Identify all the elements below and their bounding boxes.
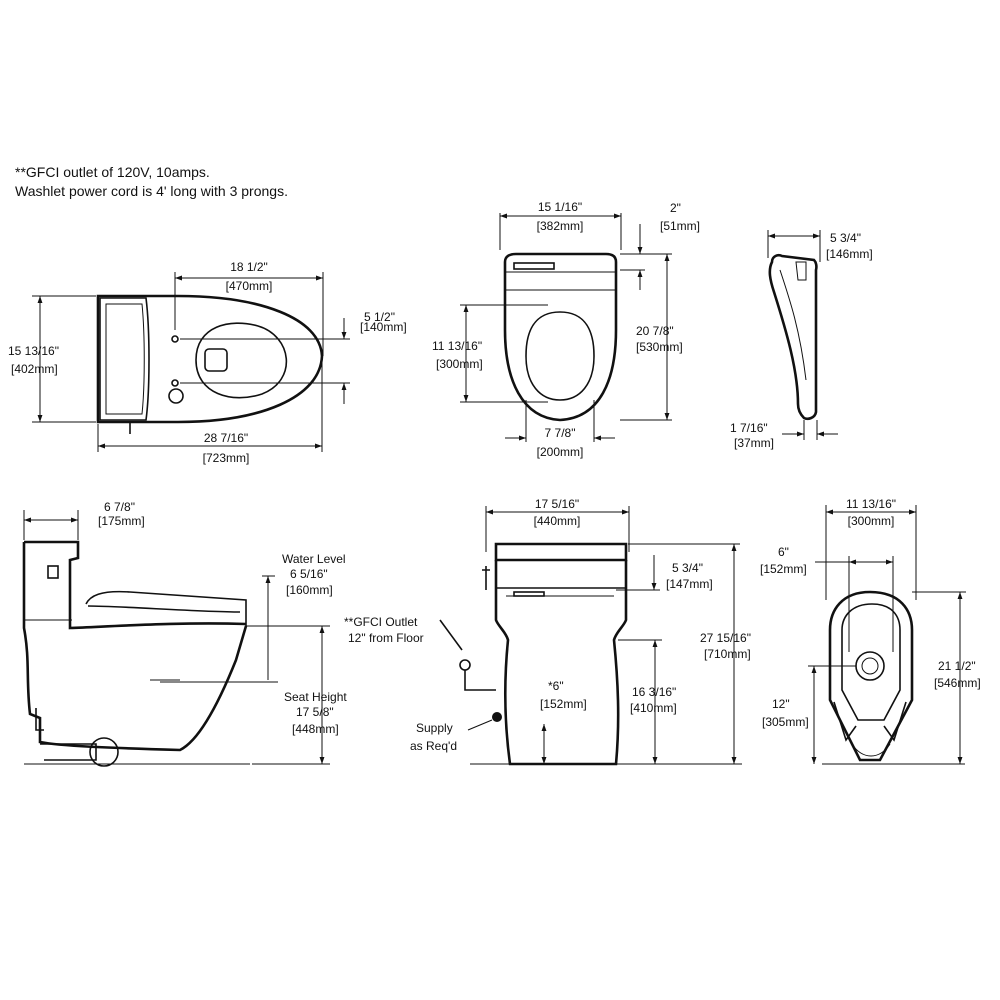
bottom-dim-rough-mm: [305mm] <box>762 715 809 729</box>
front-dim-base: *6" <box>548 679 564 693</box>
seat-dim-top: 2" <box>670 201 681 215</box>
seat-height-dim: 17 5/8" <box>296 705 334 719</box>
seat-side-dim-top-mm: [146mm] <box>826 247 873 261</box>
seat-dim-opening-mm: [300mm] <box>436 357 483 371</box>
bolt-hole <box>171 335 179 343</box>
gfci-sub: 12" from Floor <box>348 631 424 645</box>
dim-width: 15 13/16" <box>8 344 59 358</box>
front-dim-base-mm: [152mm] <box>540 697 587 711</box>
bottom-outline <box>828 590 914 762</box>
front-view: **GFCI Outlet 12" from Floor Supply as R… <box>344 497 751 766</box>
dim-width-mm: [402mm] <box>11 362 58 376</box>
seat-outline <box>503 252 618 422</box>
gfci-note: **GFCI outlet of 120V, 10amps. <box>15 164 210 180</box>
drain-outlet <box>204 348 228 372</box>
top-view: 18 1/2" [470mm] 5 1/2" [140mm] 15 13/16"… <box>8 260 407 465</box>
seat-side-view: 5 3/4" [146mm] 1 7/16" [37mm] <box>730 230 873 450</box>
seat-dim-opening: 11 13/16" <box>432 339 482 353</box>
front-dim-height-mm: [710mm] <box>704 647 751 661</box>
side-dim-tank-mm: [175mm] <box>98 514 145 528</box>
dim-overall-mm: [723mm] <box>203 451 250 465</box>
front-controls <box>513 591 545 597</box>
dim-offset: 5 1/2" <box>364 310 395 324</box>
top-view-tank <box>99 297 150 421</box>
gfci-outlet-icon <box>459 659 471 671</box>
control-panel <box>513 262 555 270</box>
bottom-dim-width-mm: [300mm] <box>848 514 895 528</box>
seat-dim-bottom-mm: [200mm] <box>537 445 584 459</box>
side-drain <box>89 737 119 767</box>
side-dim-tank: 6 7/8" <box>104 500 135 514</box>
bottom-dim-hole-mm: [152mm] <box>760 562 807 576</box>
power-cord-note: Washlet power cord is 4' long with 3 pro… <box>15 183 288 199</box>
water-level-label: Water Level <box>282 552 346 566</box>
dim-offset-mm: [140mm] <box>360 320 407 334</box>
flush-handle <box>47 565 59 579</box>
front-dim-height: 27 15/16" <box>700 631 751 645</box>
front-lid <box>494 542 628 562</box>
seat-opening <box>525 311 595 401</box>
water-level-dim: 6 5/16" <box>290 567 328 581</box>
front-dim-mid: 16 3/16" <box>632 685 676 699</box>
bottom-view: 11 13/16" [300mm] 6" [152mm] 12" [305mm]… <box>760 497 981 765</box>
seat-side-dim-bottom-mm: [37mm] <box>734 436 774 450</box>
seat-dim-width: 15 1/16" <box>538 200 582 214</box>
seat-height-dim-mm: [448mm] <box>292 722 339 736</box>
seat-dim-length: 20 7/8" <box>636 324 674 338</box>
side-seat <box>87 605 241 613</box>
bottom-dim-width: 11 13/16" <box>846 497 896 511</box>
seat-dim-width-mm: [382mm] <box>537 219 584 233</box>
seat-dim-top-mm: [51mm] <box>660 219 700 233</box>
dim-length-mm: [470mm] <box>226 279 273 293</box>
seat-height-label: Seat Height <box>284 690 347 704</box>
front-dim-lid-mm: [147mm] <box>666 577 713 591</box>
bottom-drain <box>855 651 885 681</box>
seat-dim-length-mm: [530mm] <box>636 340 683 354</box>
front-body <box>494 560 628 766</box>
dim-overall: 28 7/16" <box>204 431 248 445</box>
side-view: 6 7/8" [175mm] Water Level 6 5/16" [160m… <box>22 500 347 767</box>
bottom-dim-hole: 6" <box>778 545 789 559</box>
supply-sub: as Req'd <box>410 739 457 753</box>
bottom-dim-rough: 12" <box>772 697 790 711</box>
dim-length: 18 1/2" <box>230 260 268 274</box>
gfci-label: **GFCI Outlet <box>344 615 418 629</box>
water-level-dim-mm: [160mm] <box>286 583 333 597</box>
seat-side-profile <box>768 253 818 421</box>
supply-icon <box>492 712 502 722</box>
front-dim-lid: 5 3/4" <box>672 561 703 575</box>
front-dim-mid-mm: [410mm] <box>630 701 677 715</box>
seat-dim-bottom: 7 7/8" <box>545 426 576 440</box>
seat-side-dim-bottom: 1 7/16" <box>730 421 768 435</box>
side-tank <box>24 540 247 630</box>
bolt-hole <box>171 379 179 387</box>
bottom-dim-depth: 21 1/2" <box>938 659 976 673</box>
seat-side-dim-top: 5 3/4" <box>830 231 861 245</box>
front-dim-width-mm: [440mm] <box>534 514 581 528</box>
front-dim-width: 17 5/16" <box>535 497 579 511</box>
bottom-dim-depth-mm: [546mm] <box>934 676 981 690</box>
supply-label: Supply <box>416 721 453 735</box>
top-view-seat-opening <box>195 322 288 399</box>
seat-view: 15 1/16" [382mm] 2" [51mm] 11 13/16" [30… <box>432 200 700 459</box>
notes: **GFCI outlet of 120V, 10amps. Washlet p… <box>15 163 288 201</box>
top-view-bowl-outline <box>96 294 324 424</box>
side-bowl <box>22 542 248 752</box>
